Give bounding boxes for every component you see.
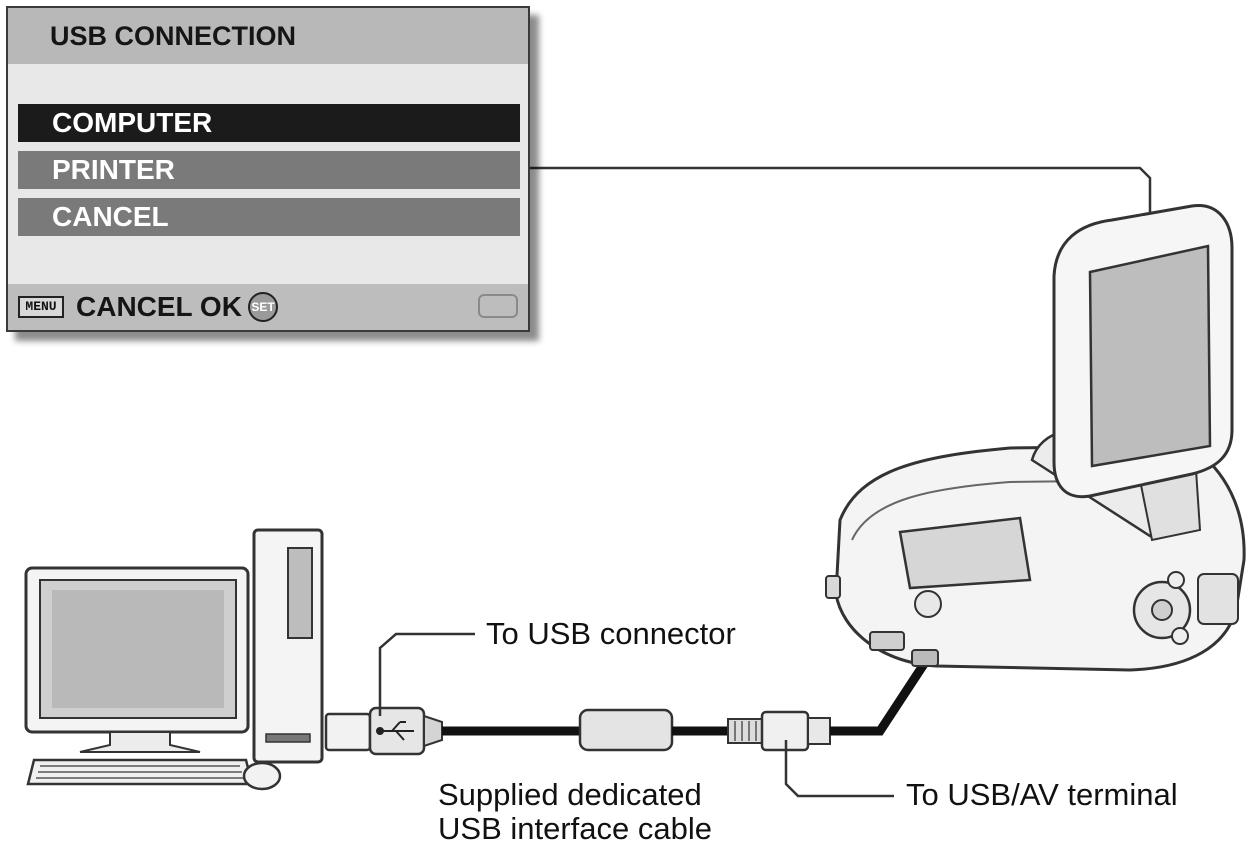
usb-connection-menu: USB CONNECTION COMPUTER PRINTER CANCEL M…	[6, 6, 530, 332]
video-camera	[825, 204, 1246, 672]
menu-title: USB CONNECTION	[8, 8, 528, 64]
menu-item-cancel[interactable]: CANCEL	[18, 198, 520, 236]
usb-cable	[324, 661, 928, 756]
menu-item-computer[interactable]: COMPUTER	[18, 104, 520, 142]
menu-button-icon: MENU	[18, 296, 64, 318]
menu-item-printer[interactable]: PRINTER	[18, 151, 520, 189]
label-usb-av-terminal: To USB/AV terminal	[906, 777, 1178, 812]
usb-connector-leader	[378, 632, 475, 716]
set-button-icon: SET	[248, 292, 278, 322]
desktop-computer	[24, 528, 324, 791]
label-cable-line1: Supplied dedicated	[438, 777, 702, 812]
usb-av-leader	[784, 740, 894, 798]
usb-symbol-icon	[376, 721, 414, 741]
menu-footer: MENU CANCEL OK SET	[8, 284, 528, 330]
footer-cancel-ok: CANCEL OK	[76, 291, 242, 322]
label-cable-line2: USB interface cable	[438, 811, 712, 846]
label-usb-connector: To USB connector	[486, 616, 736, 651]
battery-icon	[478, 294, 518, 318]
